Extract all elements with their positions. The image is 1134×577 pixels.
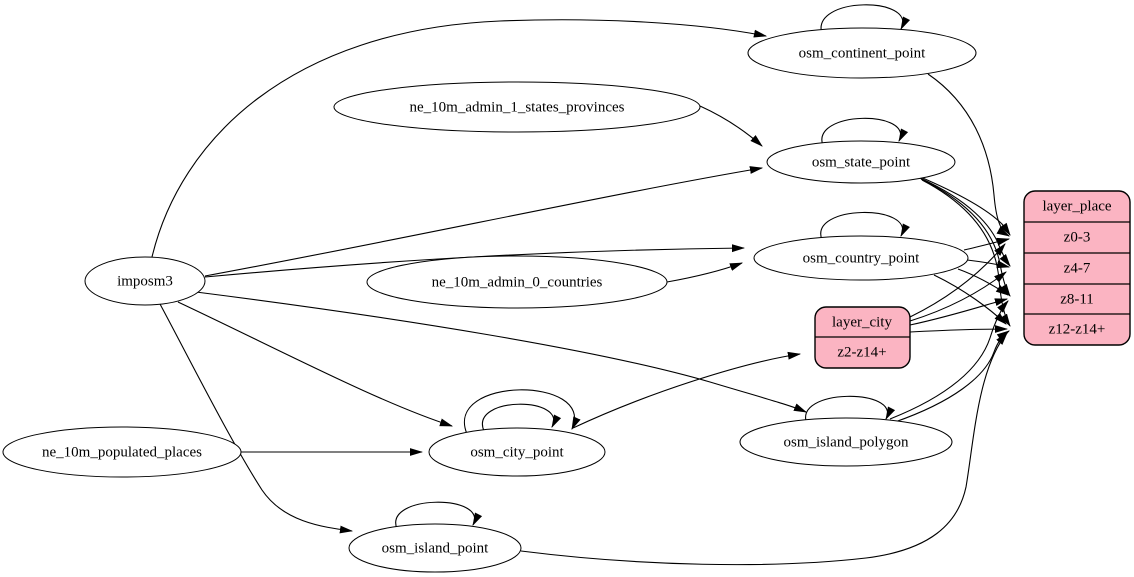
- self-loop-osm-island-polygon: [805, 395, 896, 425]
- node-layer-place: layer_place z0-3 z4-7 z8-11 z12-z14+: [1023, 190, 1131, 346]
- self-loop-osm-continent-point: [820, 4, 911, 35]
- record-shape: [1023, 190, 1131, 346]
- edge-imposm3-osm-island-polygon: [195, 291, 808, 413]
- node-label: ne_10m_admin_1_states_provinces: [410, 99, 625, 115]
- node-shape: [2, 426, 242, 478]
- node-osm-continent-point: osm_continent_point: [747, 27, 977, 79]
- edge-osm-country-point-layer-place-z8-11: [957, 268, 1009, 296]
- node-shape: [739, 417, 953, 467]
- node-shape: [428, 427, 606, 477]
- edge-osm-country-point-layer-place-z4-7: [966, 259, 1011, 269]
- node-label: osm_city_point: [470, 444, 564, 460]
- node-shape: [366, 255, 668, 309]
- node-ne-10m-populated-places: ne_10m_populated_places: [2, 426, 242, 478]
- node-label: imposm3: [117, 273, 173, 289]
- self-loop-osm-city-point-inner: [481, 403, 562, 432]
- edge-osm-country-point-layer-place-z0-3: [963, 237, 1011, 251]
- node-ne-10m-admin-0-countries: ne_10m_admin_0_countries: [366, 255, 668, 309]
- node-label: osm_continent_point: [799, 45, 926, 61]
- node-label: osm_country_point: [803, 250, 920, 266]
- edge-layer-city-layer-place-z0-3: [909, 243, 1006, 318]
- edge-imposm3-osm-city-point: [177, 301, 454, 427]
- edge-imposm3-osm-continent-point: [151, 19, 768, 258]
- record-row-z4-7: z4-7: [1064, 260, 1091, 276]
- record-row-z0-3: z0-3: [1064, 229, 1091, 245]
- node-osm-state-point: osm_state_point: [766, 140, 956, 184]
- record-row-z2-z14: z2-z14+: [837, 344, 886, 360]
- node-label: ne_10m_admin_0_countries: [432, 274, 603, 290]
- node-label: osm_island_polygon: [783, 434, 909, 450]
- edges: [151, 4, 1011, 566]
- self-loop-osm-country-point: [820, 211, 910, 241]
- nodes: imposm3 ne_10m_admin_1_states_provinces …: [2, 27, 1131, 573]
- node-osm-country-point: osm_country_point: [753, 235, 969, 281]
- node-shape: [333, 81, 701, 133]
- node-shape: [84, 256, 206, 306]
- node-label: osm_state_point: [812, 154, 911, 170]
- node-shape: [753, 235, 969, 281]
- node-osm-city-point: osm_city_point: [428, 427, 606, 477]
- node-shape: [747, 27, 977, 79]
- edge-layer-city-layer-place-z12-z14: [909, 325, 1009, 333]
- node-shape: [348, 523, 522, 573]
- node-ne-10m-admin-1-states-provinces: ne_10m_admin_1_states_provinces: [333, 81, 701, 133]
- self-loop-osm-state-point: [821, 117, 909, 147]
- node-osm-island-polygon: osm_island_polygon: [739, 417, 953, 467]
- node-imposm3: imposm3: [84, 256, 206, 306]
- edge-osm-island-point-layer-place-z12-z14: [520, 332, 1008, 566]
- record-row-z8-11: z8-11: [1060, 291, 1094, 307]
- record-header: layer_city: [832, 314, 892, 330]
- edge-ne-10m-admin-0-osm-country-point: [666, 262, 744, 283]
- edge-osm-state-point-layer-place-z0-3: [917, 175, 1011, 236]
- edge-osm-island-polygon-layer-place-z12-z14: [894, 330, 1010, 423]
- record-header: layer_place: [1042, 198, 1111, 214]
- node-osm-island-point: osm_island_point: [348, 523, 522, 573]
- edge-imposm3-osm-state-point: [204, 166, 764, 277]
- self-loop-osm-island-point: [395, 501, 483, 530]
- self-loop-osm-city-point-outer: [463, 389, 581, 435]
- node-label: osm_island_point: [382, 540, 490, 556]
- edge-ne-10m-admin-1-osm-state-point: [699, 105, 763, 147]
- node-shape: [766, 140, 956, 184]
- edge-imposm3-osm-island-point: [159, 303, 354, 534]
- edge-layer-city-layer-place-z4-7: [909, 271, 1007, 322]
- node-layer-city: layer_city z2-z14+: [814, 306, 911, 369]
- edge-osm-city-point-layer-city-z2: [572, 351, 802, 429]
- node-label: ne_10m_populated_places: [42, 444, 202, 460]
- edge-osm-country-point-layer-place-z12-z14: [933, 274, 1007, 325]
- edge-osm-island-polygon-layer-place-z8-11: [889, 300, 1009, 420]
- record-row-z12-z14: z12-z14+: [1049, 321, 1106, 337]
